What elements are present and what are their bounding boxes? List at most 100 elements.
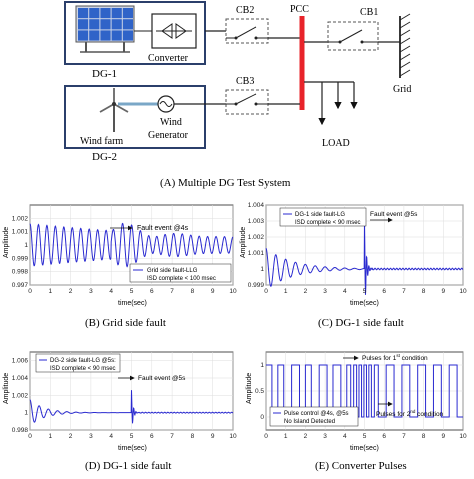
solar-cell: [100, 30, 111, 41]
plot-d-legend-2: ISD complete < 90 msec: [50, 366, 116, 372]
plot-b-ylabel: Amplitude: [3, 227, 10, 258]
x-tick-label: 9: [211, 433, 215, 440]
pcc-label: PCC: [290, 4, 309, 15]
x-tick-label: 5: [363, 288, 367, 295]
y-tick-label: 0.5: [255, 388, 264, 395]
plot-c-annotation: Fault event @5s: [370, 211, 418, 218]
x-tick-label: 2: [69, 433, 73, 440]
solar-cell: [122, 8, 133, 19]
y-tick-label: 1.002: [12, 215, 29, 222]
x-tick-label: 3: [89, 288, 93, 295]
y-tick-label: 0.999: [12, 255, 29, 262]
plot-c-legend-1: DG-1 side fault-LG: [295, 212, 345, 218]
x-tick-label: 3: [323, 288, 327, 295]
x-tick-label: 0: [28, 433, 32, 440]
x-tick-label: 5: [363, 433, 367, 440]
cb3-breaker: [225, 89, 269, 115]
y-tick-label: 0.999: [248, 282, 265, 289]
x-tick-label: 6: [382, 288, 386, 295]
load-label: LOAD: [322, 138, 350, 149]
plot-e-legend: Pulse control @4s, @5s No Island Detecte…: [269, 406, 359, 427]
y-tick-label: 1: [260, 266, 264, 273]
solar-panel-icon: [75, 5, 135, 53]
x-tick-label: 2: [69, 288, 73, 295]
plot-c-xlabel: time(sec): [350, 300, 379, 307]
plot-e-annotation-1: Pulses for 1st condition: [362, 353, 428, 362]
y-tick-label: 1: [260, 362, 264, 369]
solar-cell: [78, 19, 89, 30]
y-tick-label: 1.001: [248, 250, 265, 257]
solar-cell: [122, 19, 133, 30]
schematic-panel: Converter DG-1 CB2 PCC CB1: [64, 1, 411, 189]
converter-label: Converter: [148, 53, 189, 64]
dg1-box: [64, 1, 206, 65]
cb3-label: CB3: [236, 76, 254, 87]
x-tick-label: 9: [441, 288, 445, 295]
x-tick-label: 4: [343, 288, 347, 295]
y-tick-label: 0.998: [12, 427, 29, 434]
plot-e-ylabel: Amplitude: [246, 373, 253, 404]
cb2-breaker: [225, 18, 269, 44]
x-tick-label: 1: [48, 288, 52, 295]
solar-cell: [89, 30, 100, 41]
y-tick-label: 1.002: [12, 392, 29, 399]
y-tick-label: 0: [260, 414, 264, 421]
rectifier-icon: [151, 13, 197, 49]
solar-cell: [100, 8, 111, 19]
dg2-box: [64, 85, 206, 149]
plot-b-legend: Grid side fault-LLG ISD complete < 100 m…: [129, 263, 232, 283]
plot-c-legend: DG-1 side fault-LG ISD complete < 90 mse…: [279, 207, 367, 227]
y-tick-label: 0.997: [12, 282, 29, 289]
plot-e-legend-1: Pulse control @4s, @5s: [284, 411, 349, 417]
plot-b-series: [29, 222, 234, 268]
x-tick-label: 8: [191, 433, 195, 440]
x-tick-label: 5: [130, 288, 134, 295]
plot-d-legend: DG-2 side fault-LG @5s: ISD complete < 9…: [35, 353, 121, 373]
x-tick-label: 2: [304, 433, 308, 440]
cb1-label: CB1: [360, 7, 378, 18]
x-tick-label: 0: [264, 433, 268, 440]
plot-d-ylabel: Amplitude: [3, 373, 10, 404]
caption-b: (B) Grid side fault: [85, 317, 166, 329]
dg2-label: DG-2: [92, 151, 117, 163]
y-tick-label: 1: [24, 410, 28, 417]
x-tick-label: 10: [459, 433, 467, 440]
plot-e-annotation-2: Pulses for 2nd condition: [376, 409, 444, 418]
ac-generator-icon: [157, 95, 175, 113]
plot-d-legend-1: DG-2 side fault-LG @5s:: [50, 358, 116, 364]
solar-cell: [111, 30, 122, 41]
solar-cell: [100, 19, 111, 30]
plot-d-xlabel: time(sec): [118, 445, 147, 452]
y-tick-label: 0.998: [12, 269, 29, 276]
y-tick-label: 1.003: [248, 218, 265, 225]
x-tick-label: 5: [130, 433, 134, 440]
solar-cell: [111, 19, 122, 30]
plot-b-xlabel: time(sec): [118, 300, 147, 307]
x-tick-label: 4: [109, 288, 113, 295]
plot-e-legend-2: No Island Detected: [284, 419, 335, 425]
x-tick-label: 6: [382, 433, 386, 440]
x-tick-label: 8: [191, 288, 195, 295]
caption-d: (D) DG-1 side fault: [85, 460, 171, 472]
plot-e-xlabel: time(sec): [350, 445, 379, 452]
caption-a: (A) Multiple DG Test System: [160, 177, 291, 189]
cb1-breaker: [327, 21, 379, 51]
x-tick-label: 7: [402, 288, 406, 295]
x-tick-label: 10: [229, 288, 237, 295]
solar-cell: [111, 8, 122, 19]
solar-cell: [122, 30, 133, 41]
y-tick-label: 1.004: [12, 375, 29, 382]
plot-d-annotation: Fault event @5s: [138, 375, 186, 382]
solar-cell: [89, 19, 100, 30]
x-tick-label: 1: [48, 433, 52, 440]
caption-c: (C) DG-1 side fault: [318, 317, 404, 329]
x-tick-label: 2: [304, 288, 308, 295]
wind-gen-label-1: Wind: [160, 117, 182, 128]
x-tick-label: 4: [109, 433, 113, 440]
x-tick-label: 9: [211, 288, 215, 295]
